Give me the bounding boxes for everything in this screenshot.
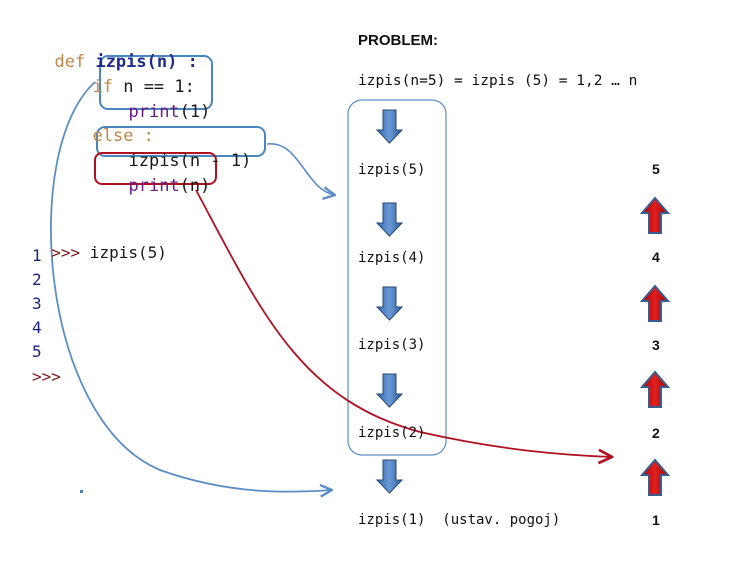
if-keyword: if: [92, 77, 113, 97]
base-case-arrow: [49, 81, 332, 492]
up-arrow-4: [639, 458, 671, 496]
problem-statement: izpis(n=5) = izpis (5) = 1,2 … n: [358, 73, 638, 89]
shell-command-line: >>> izpis(5): [32, 223, 167, 263]
value-5: 5: [652, 161, 660, 177]
code-line-def: def izpis(n) :: [34, 32, 198, 72]
value-3: 3: [652, 337, 660, 353]
recursive-call-box: [96, 126, 266, 157]
print-n-box: [94, 152, 217, 185]
print-builtin-2: print: [128, 176, 180, 196]
shell-command: izpis(5): [80, 243, 167, 262]
down-arrow-3: [375, 286, 404, 321]
shell-output-4: 4: [32, 318, 42, 337]
call-stack-box: [347, 99, 447, 456]
shell-output-2: 2: [32, 270, 42, 289]
if-condition: n == 1:: [123, 77, 195, 97]
value-1: 1: [652, 512, 660, 528]
print-args: (1): [179, 102, 211, 122]
up-arrow-1: [639, 196, 671, 234]
shell-output-1: 1: [32, 246, 42, 265]
recursion-arrow: [266, 143, 335, 195]
down-arrow-5: [375, 459, 404, 494]
value-2: 2: [652, 425, 660, 441]
def-keyword: def: [54, 52, 86, 72]
print-args-2: (n): [179, 176, 211, 196]
code-line-recursive-call: izpis(n - 1): [108, 131, 251, 171]
call-label-5: izpis(5): [358, 162, 426, 178]
call-label-2: izpis(2): [358, 425, 426, 441]
print-builtin: print: [128, 102, 180, 122]
value-4: 4: [652, 249, 660, 265]
code-line-print-1: print(1): [108, 82, 210, 122]
print-order-arrow: [195, 189, 612, 457]
stray-dot: [80, 490, 83, 493]
problem-heading: PROBLEM:: [358, 32, 438, 49]
recursive-call: izpis(n - 1): [128, 151, 252, 171]
down-arrow-1: [375, 109, 404, 144]
up-arrow-2: [639, 284, 671, 322]
shell-prompt: >>>: [51, 243, 81, 262]
function-signature: izpis(n) :: [95, 52, 198, 72]
down-arrow-2: [375, 202, 404, 237]
up-arrow-3: [639, 370, 671, 408]
call-label-4: izpis(4): [358, 250, 426, 266]
shell-output-5: 5: [32, 342, 42, 361]
call-label-3: izpis(3): [358, 337, 426, 353]
down-arrow-4: [375, 373, 404, 408]
call-label-1: izpis(1) (ustav. pogoj): [358, 512, 561, 528]
shell-final-prompt: >>>: [32, 367, 61, 386]
shell-output-3: 3: [32, 294, 42, 313]
code-line-else: else :: [72, 106, 154, 146]
base-case-box: [99, 55, 213, 110]
else-keyword: else :: [92, 126, 154, 146]
code-line-if: if n == 1:: [72, 57, 195, 97]
code-line-print-n: print(n): [108, 156, 210, 196]
